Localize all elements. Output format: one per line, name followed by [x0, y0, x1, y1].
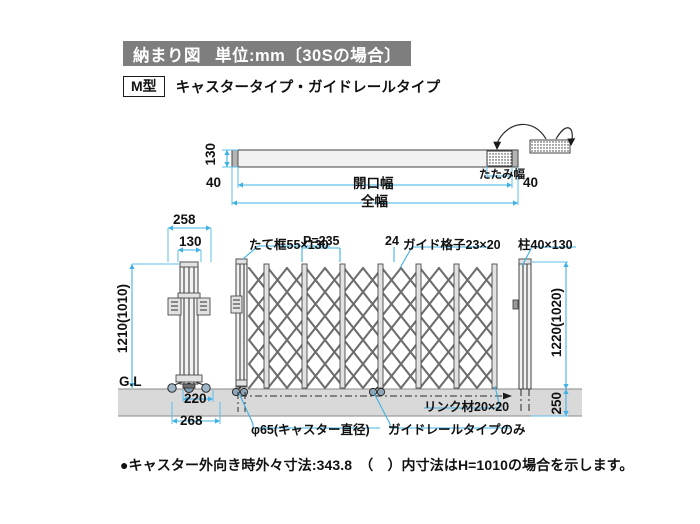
plan-opening-width: 開口幅 [353, 176, 394, 191]
label-stile: たて框55×130 [249, 238, 329, 252]
guide-bars [263, 263, 498, 389]
label-24: 24 [385, 234, 399, 248]
label-link-member: リンク材20×20 [424, 400, 510, 414]
side-dim-258: 258 [173, 212, 196, 227]
drawing-title-bar: 納まり図 単位:mm〔30Sの場合〕 [123, 41, 412, 66]
title-unit: 単位:mm〔30Sの場合〕 [215, 46, 402, 65]
ground-level-label: G.L [119, 374, 142, 389]
title-main: 納まり図 [133, 46, 201, 65]
side-dim-220: 220 [184, 391, 207, 406]
subtitle-row: M型 キャスタータイプ・ガイドレールタイプ [123, 76, 441, 98]
plan-dim-right-40: 40 [523, 175, 539, 190]
side-view-group [129, 225, 221, 424]
subtitle-text: キャスタータイプ・ガイドレールタイプ [175, 80, 441, 97]
side-dim-268: 268 [180, 413, 203, 428]
label-post: 柱40×130 [518, 238, 573, 252]
plan-view-group [222, 123, 576, 206]
plan-folded-width: たたみ幅 [479, 169, 525, 181]
elevation-group [230, 245, 576, 429]
side-height-1210: 1210(1010) [115, 284, 130, 354]
plan-dim-left-40: 40 [206, 175, 222, 190]
label-guide-lattice: ガイド格子23×20 [403, 238, 501, 252]
label-pitch: P=235 [303, 234, 340, 248]
footnote: ●キャスター外向き時外々寸法:343.8 （ ）内寸法はH=1010の場合を示し… [120, 457, 634, 473]
label-guiderail-only: ガイドレールタイプのみ [388, 423, 526, 437]
plan-dim-130: 130 [203, 143, 218, 166]
elev-dim-250: 250 [549, 392, 564, 415]
plan-total-width: 全幅 [361, 194, 388, 209]
side-dim-130: 130 [179, 234, 202, 249]
elev-height-1220: 1220(1020) [549, 288, 564, 358]
type-badge: M型 [123, 76, 165, 98]
label-caster-diameter: φ65(キャスター直径) [251, 423, 370, 437]
